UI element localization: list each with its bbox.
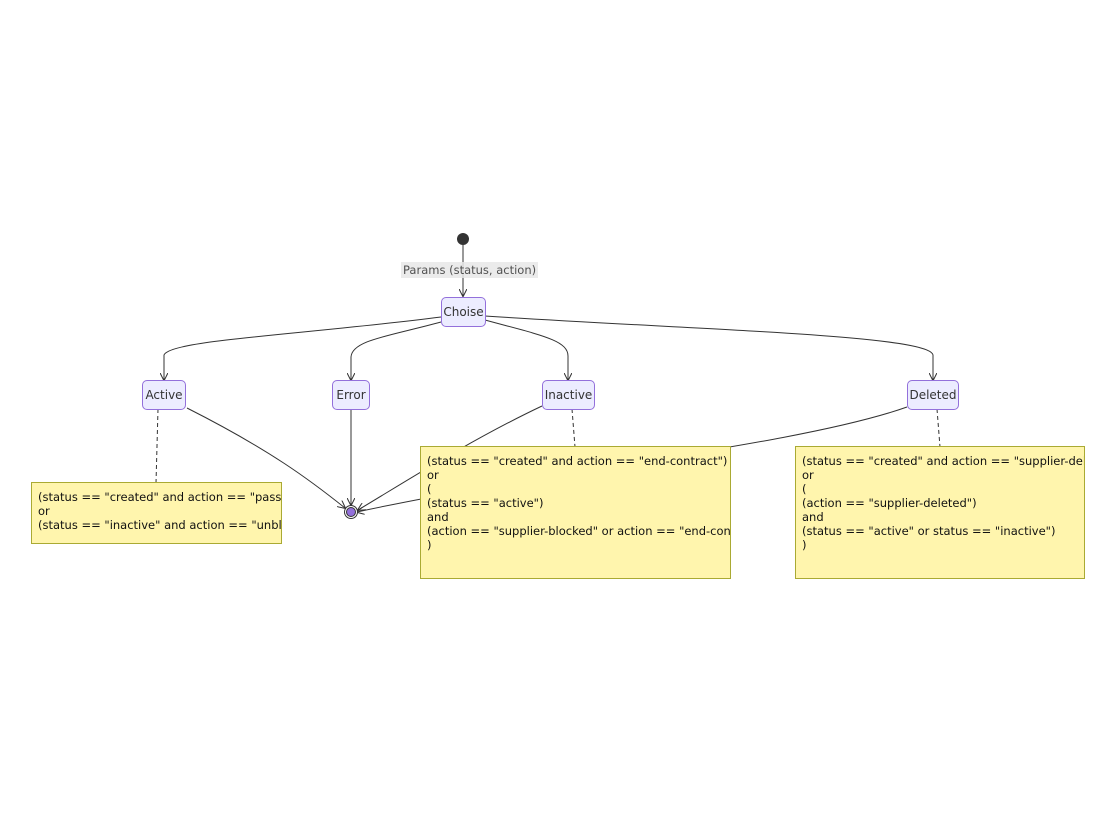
note-inactive-line: ( (427, 482, 432, 496)
edge-choise-to-active (164, 316, 442, 380)
state-choise: Choise (441, 297, 486, 327)
note-inactive-line: (status == "active") (427, 496, 544, 510)
note-deleted-line: (status == "created" and action == "supp… (802, 454, 1084, 468)
note-link-inactive (571, 408, 576, 448)
note-deleted: (status == "created" and action == "supp… (795, 446, 1085, 579)
note-active-line: (status == "inactive" and action == "unb… (38, 518, 282, 532)
final-state-marker (346, 507, 356, 517)
note-inactive-line: and (427, 510, 449, 524)
edge-choise-to-deleted (484, 315, 933, 380)
note-active-line: (status == "created" and action == "pass… (38, 490, 282, 504)
state-active: Active (142, 380, 186, 410)
state-inactive: Inactive (542, 380, 595, 410)
note-deleted-line: ) (802, 538, 807, 552)
state-error: Error (332, 380, 370, 410)
note-link-active (155, 408, 159, 484)
edge-active-to-end (186, 407, 345, 508)
edge-choise-to-error (351, 321, 442, 380)
note-inactive-line: (status == "created" and action == "end-… (427, 454, 728, 468)
note-deleted-line: and (802, 510, 824, 524)
note-deleted-line: (action == "supplier-deleted") (802, 496, 977, 510)
note-deleted-line: (status == "active" or status == "inacti… (802, 524, 1056, 538)
note-active-line: or (38, 504, 50, 518)
note-inactive-line: ) (427, 538, 432, 552)
note-inactive: (status == "created" and action == "end-… (420, 446, 731, 579)
start-edge-label: Params (status, action) (401, 262, 539, 278)
note-deleted-line: ( (802, 482, 807, 496)
note-deleted-line: or (802, 468, 814, 482)
note-inactive-line: or (427, 468, 439, 482)
note-active: (status == "created" and action == "pass… (31, 482, 282, 544)
note-inactive-line: (action == "supplier-blocked" or action … (427, 524, 731, 538)
note-link-deleted (936, 408, 941, 448)
initial-state-marker (457, 233, 469, 245)
state-deleted: Deleted (907, 380, 959, 410)
edge-choise-to-inactive (484, 319, 568, 380)
